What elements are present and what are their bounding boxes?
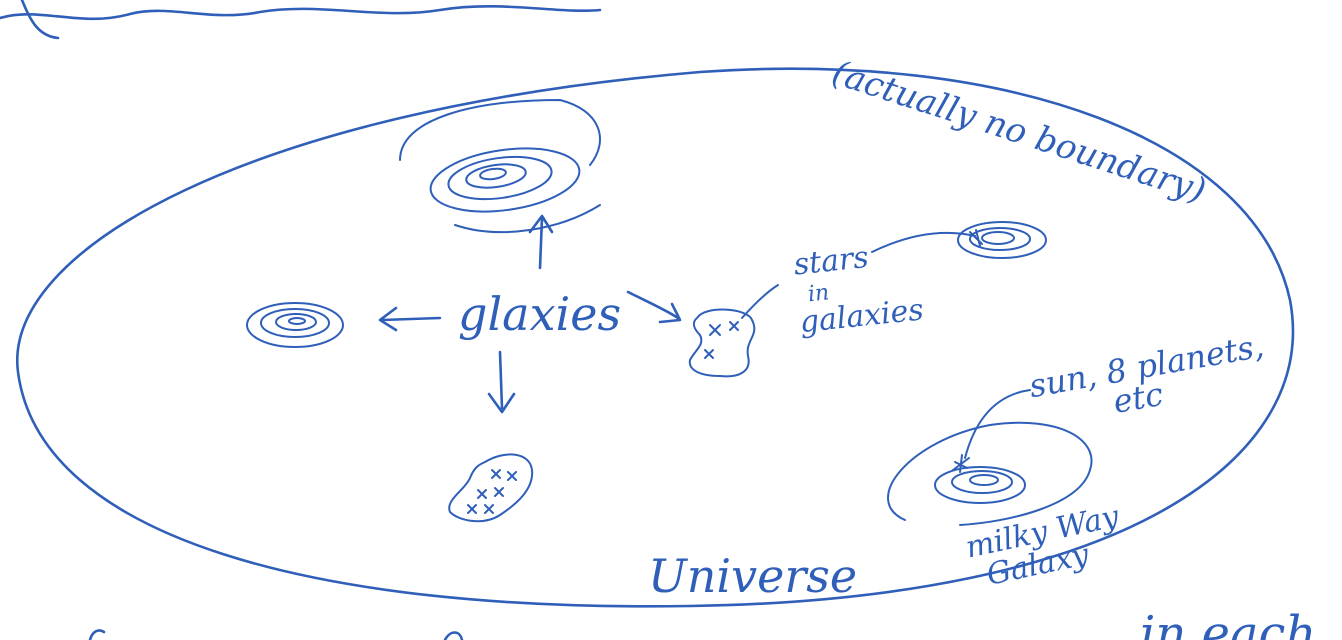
label-sun-planets: sun, 8 planets, etc <box>1026 327 1272 435</box>
arrow-to-center-galaxy <box>628 292 680 322</box>
spiral-galaxy-left <box>247 303 343 347</box>
label-sun-line2: etc <box>1110 375 1166 421</box>
label-bottom-fragment: in each <box>1140 606 1316 640</box>
boundary-note: (actually no boundary) <box>827 53 1210 212</box>
boundary-note-text: (actually no boundary) <box>827 53 1210 212</box>
label-universe: Universe <box>648 549 857 603</box>
arrow-to-left-galaxy <box>380 308 440 330</box>
irregular-galaxy-center <box>690 310 755 377</box>
pointer-stars-to-galaxy <box>742 285 778 318</box>
bottom-text-fragment: in each <box>90 606 1316 640</box>
label-milky-way: milky Way Galaxy <box>963 499 1130 596</box>
spiral-galaxy-right <box>958 222 1046 258</box>
label-stars-in-galaxies: stars in galaxies <box>792 235 925 340</box>
spiral-galaxy-top <box>400 100 600 232</box>
label-glaxies: glaxies <box>458 287 621 341</box>
arrow-to-lower-galaxy <box>489 352 514 412</box>
arrow-to-top-galaxy <box>530 216 552 268</box>
label-stars-line1: stars <box>792 240 870 283</box>
irregular-galaxy-lower <box>449 454 532 521</box>
top-squiggle <box>0 0 600 38</box>
